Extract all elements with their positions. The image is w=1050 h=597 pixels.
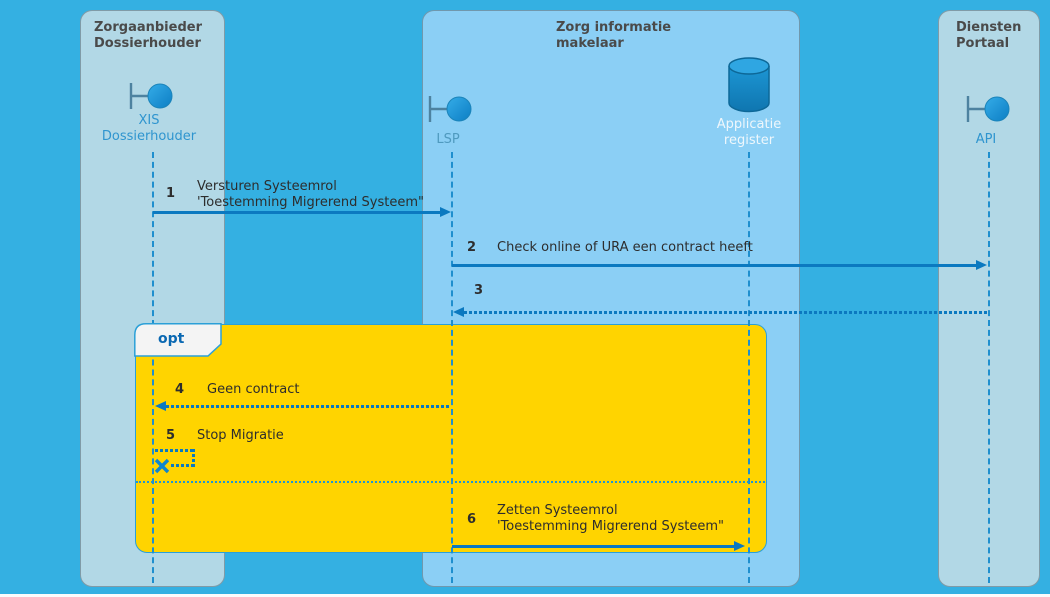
actor-label-api: API xyxy=(975,132,997,147)
message-number: 2 xyxy=(467,240,477,255)
boundary-actor-icon xyxy=(427,93,473,129)
message-arrow-line-dotted xyxy=(464,311,989,314)
self-message-top-line xyxy=(155,449,195,452)
panel-title-diensten-portaal: Diensten Portaal xyxy=(956,20,1022,52)
actor-label-lsp: LSP xyxy=(436,132,460,147)
arrowhead-left-icon xyxy=(453,307,464,317)
lifeline-lsp xyxy=(451,152,453,583)
database-icon xyxy=(727,56,771,118)
message-number: 1 xyxy=(166,186,176,201)
destroy-x-icon xyxy=(153,457,171,479)
bottom-edge xyxy=(0,594,1050,597)
arrowhead-right-icon xyxy=(734,541,745,551)
lifeline-applicatie-register xyxy=(748,152,750,583)
lifeline-xis-dossierhouder xyxy=(152,152,154,583)
message-text: Check online of URA een contract heeft xyxy=(497,240,753,255)
fragment-divider xyxy=(136,481,765,483)
fragment-tab xyxy=(134,323,224,362)
message-number: 5 xyxy=(166,428,176,443)
message-arrow-line xyxy=(452,545,735,548)
message-arrow-line xyxy=(153,211,441,214)
fragment-label: opt xyxy=(158,331,185,347)
message-arrow-line xyxy=(452,264,977,267)
message-number: 6 xyxy=(467,512,477,527)
arrowhead-left-icon xyxy=(155,401,166,411)
lifeline-api xyxy=(988,152,990,583)
boundary-actor-icon xyxy=(965,93,1011,129)
self-message-bottom-line xyxy=(171,464,195,467)
panel-title-zorgaanbieder: Zorgaanbieder Dossierhouder xyxy=(94,20,202,52)
boundary-actor-icon xyxy=(128,80,174,116)
actor-label-xis-dossierhouder: XIS Dossierhouder xyxy=(101,113,197,144)
arrowhead-right-icon xyxy=(440,207,451,217)
message-number: 3 xyxy=(474,283,484,298)
actor-label-applicatie-register: Applicatie register xyxy=(716,117,782,148)
panel-title-zorg-informatie-makelaar: Zorg informatie makelaar xyxy=(556,20,672,52)
arrowhead-right-icon xyxy=(976,260,987,270)
message-number: 4 xyxy=(175,382,185,397)
message-text: Geen contract xyxy=(207,382,300,397)
message-text: Stop Migratie xyxy=(197,428,284,443)
self-message-side-line xyxy=(192,449,195,467)
message-arrow-line-dotted xyxy=(166,405,449,408)
message-text: Zetten Systeemrol 'Toestemming Migrerend… xyxy=(497,503,724,535)
message-text: Versturen Systeemrol 'Toestemming Migrer… xyxy=(197,179,424,211)
